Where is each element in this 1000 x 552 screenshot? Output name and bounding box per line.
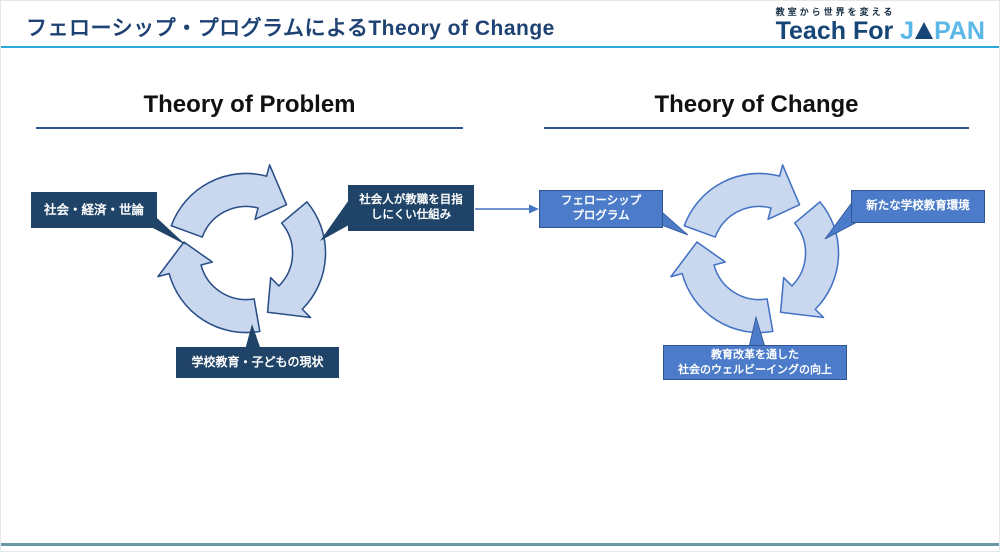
callout-new-school-environment: 新たな学校教育環境 (851, 190, 985, 223)
header-divider (1, 46, 999, 48)
right-heading-underline (544, 127, 969, 129)
teach-for-japan-logo: 教室から世界を変える Teach For J PAN (776, 5, 985, 44)
left-section-heading: Theory of Problem (143, 91, 356, 118)
change-cycle-icon (661, 164, 874, 363)
callout-society-economy-opinion: 社会・経済・世論 (31, 192, 157, 228)
brand-suffix: PAN (934, 17, 985, 45)
bottom-accent-bar (1, 543, 999, 546)
brand-triangle-a-icon (915, 22, 934, 39)
callout-school-children-status: 学校教育・子どもの現状 (176, 347, 339, 378)
logo-tagline: 教室から世界を変える (775, 7, 896, 17)
logo-wordmark: Teach For J PAN (776, 19, 985, 44)
connector-arrow-icon (475, 204, 539, 214)
brand-prefix: Teach For (775, 17, 901, 45)
brand-letter-j: J (900, 17, 915, 45)
callout-system-discouraging-teachers: 社会人が教職を目指 しにくい仕組み (348, 185, 474, 231)
right-section-heading: Theory of Change (654, 91, 859, 118)
callout-social-wellbeing-improvement: 教育改革を通した 社会のウェルビーイングの向上 (663, 345, 847, 380)
header: フェローシップ・プログラムによるTheory of Change 教室から世界を… (1, 1, 999, 48)
slide-title: フェローシップ・プログラムによるTheory of Change (26, 17, 555, 40)
callout-fellowship-program: フェローシップ プログラム (539, 190, 663, 228)
left-heading-underline (36, 127, 463, 129)
